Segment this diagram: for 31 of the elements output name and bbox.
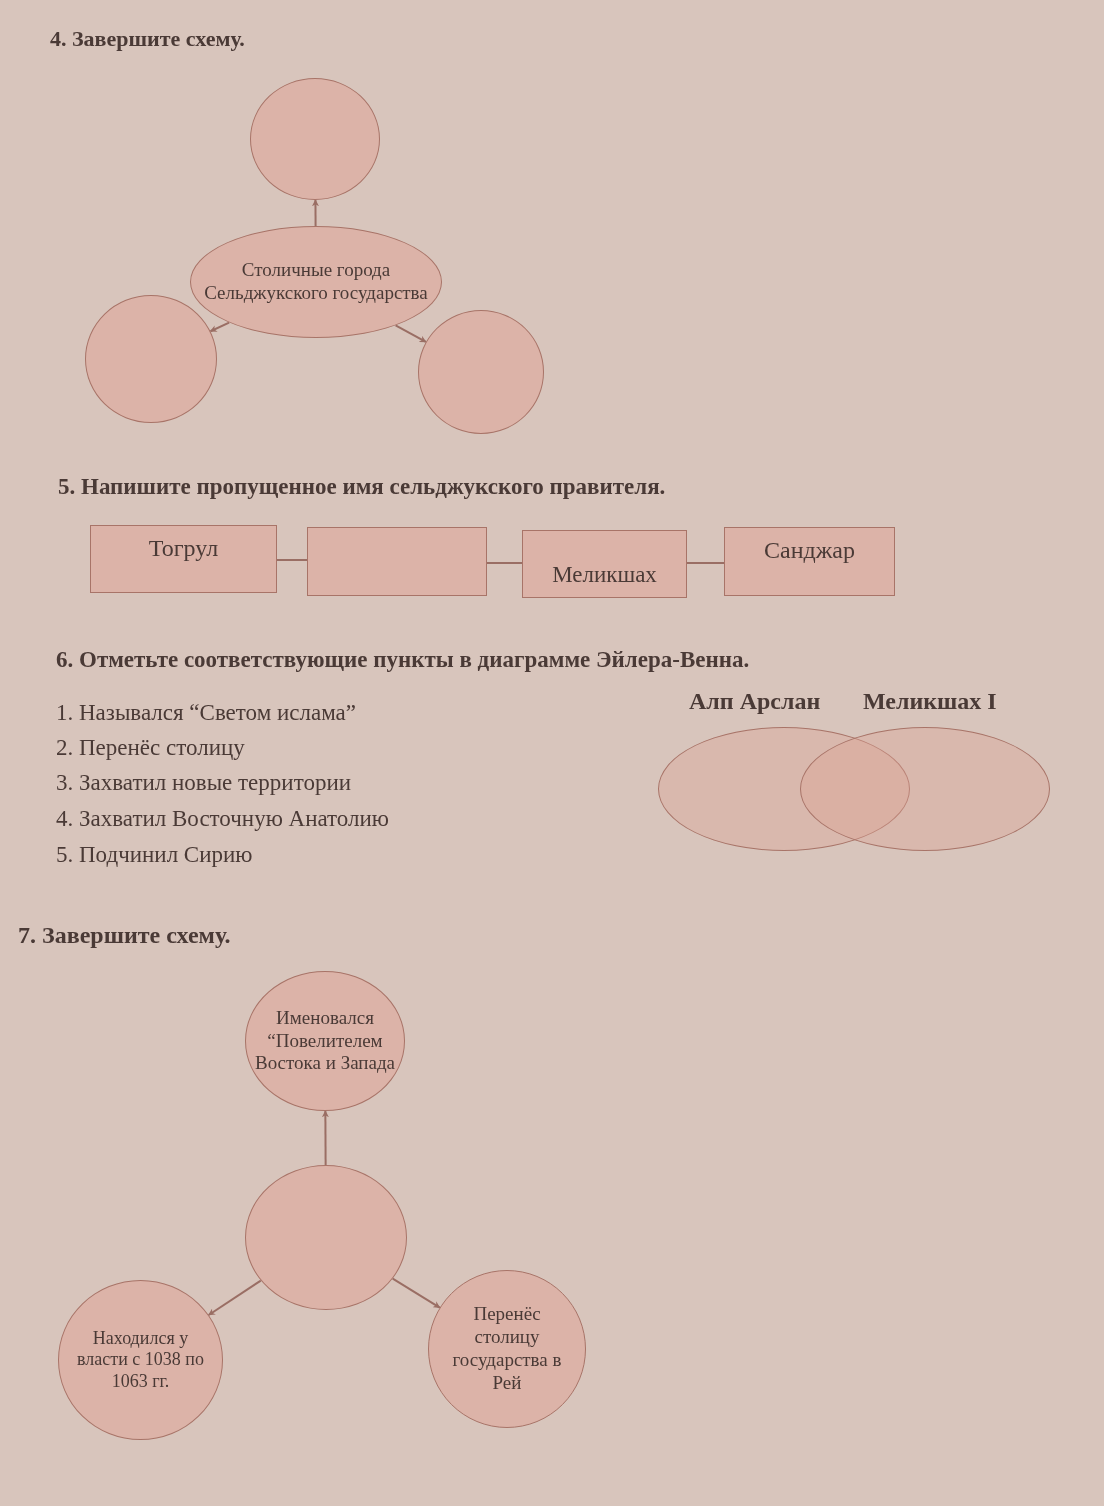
connector-line (276, 559, 308, 561)
node-text: Именовался “Повелителем Востока и Запада (253, 1006, 397, 1076)
node-text: Столичные города Сельджукского государства (203, 259, 429, 305)
rectangle-node (522, 530, 687, 598)
node-text: Санджар (764, 536, 855, 565)
rectangle-node (307, 527, 487, 596)
arrow (391, 1277, 441, 1309)
question-heading: 5. Напишите пропущенное имя сельджукского правителя. (58, 474, 666, 500)
venn-label: Алп Арслан (689, 688, 821, 715)
node-text: Находился у власти с 1038 по 1063 гг. (76, 1327, 205, 1393)
node-text: Перенёс столицу государства в Рей (451, 1303, 563, 1395)
arrow (394, 324, 427, 343)
list-item: 1. Назывался “Светом ислама” (56, 700, 356, 726)
arrow (311, 199, 319, 227)
list-item: 5. Подчинил Сирию (56, 842, 253, 868)
list-item: 2. Перенёс столицу (56, 735, 245, 761)
rectangle-node (724, 527, 895, 596)
node-text: Тогрул (148, 534, 219, 563)
connector-line (486, 562, 523, 564)
question-heading: 4. Завершите схему. (50, 26, 245, 52)
arrow (207, 1279, 262, 1316)
arrow (321, 1110, 329, 1166)
arrow (209, 321, 231, 333)
venn-label: Меликшах I (863, 688, 997, 715)
question-heading: 6. Отметьте соответствующие пункты в диаграмме Эйлера-Венна. (56, 647, 750, 673)
rectangle-node (90, 525, 277, 593)
list-item: 3. Захватил новые территории (56, 770, 351, 796)
node-text: Меликшах (552, 561, 657, 589)
question-heading: 7. Завершите схему. (18, 922, 231, 949)
list-item: 4. Захватил Восточную Анатолию (56, 806, 390, 832)
connector-line (686, 562, 725, 564)
